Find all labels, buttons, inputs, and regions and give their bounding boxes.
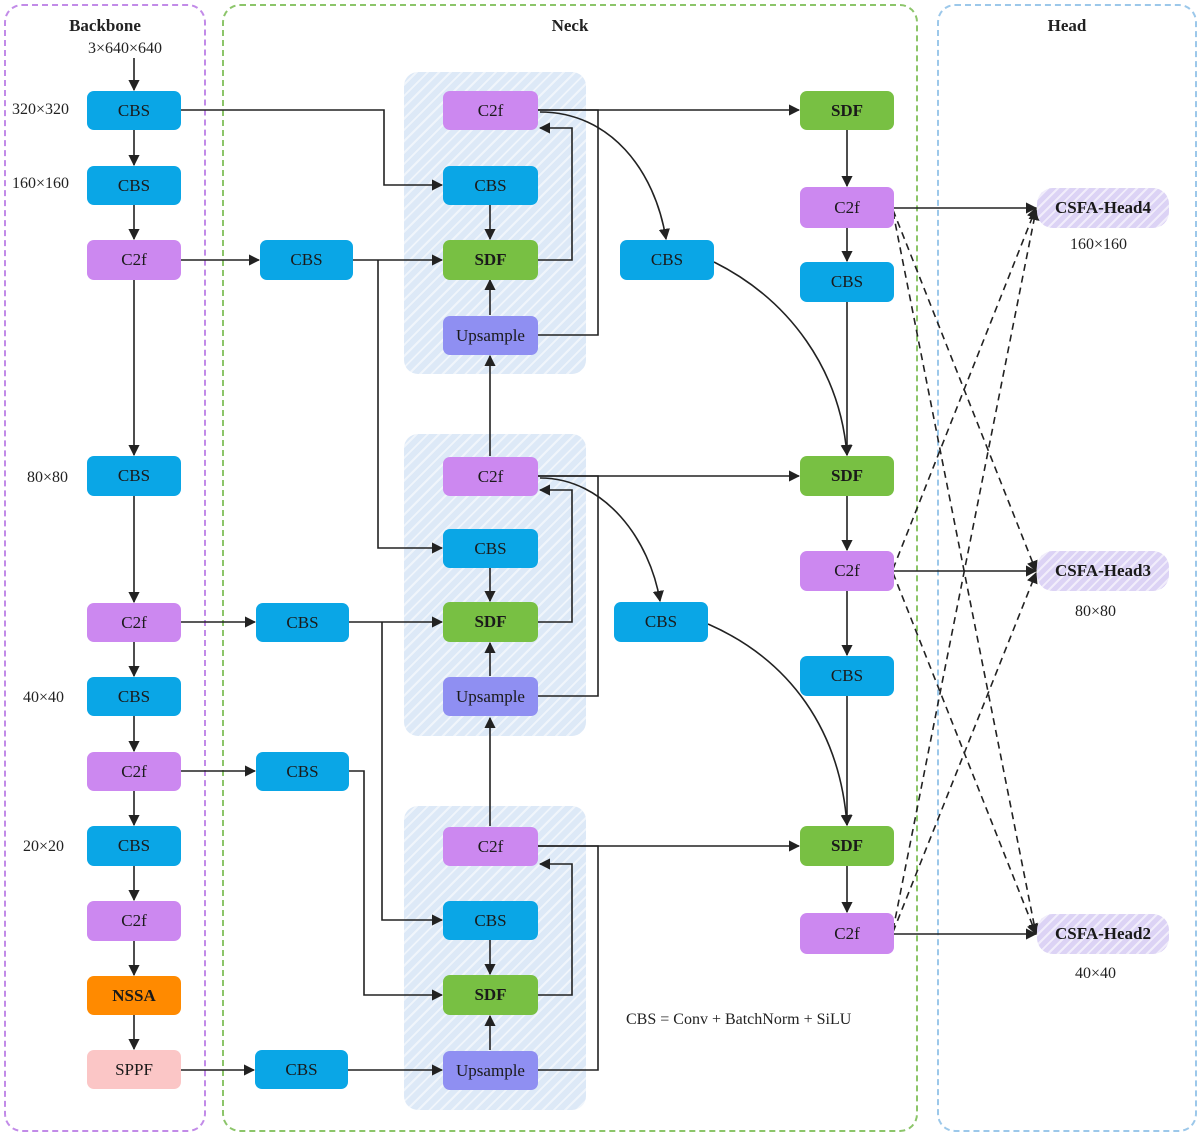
arrow-mid-c2f-loop-to-ups (537, 475, 599, 697)
backbone-region: Backbone (4, 4, 206, 1132)
arrow-cbs-curve-to-sdf-bot (707, 623, 852, 827)
size-label-320: 320×320 (12, 101, 70, 118)
head-title: Head (1047, 16, 1087, 35)
arrow-top-sdf-to-c2f (537, 122, 573, 261)
neck-top-upsample: Upsample (443, 316, 538, 355)
backbone-cbs-160: CBS (87, 166, 181, 205)
backbone-c2f-20: C2f (87, 901, 181, 941)
arrow-top-c2f-loop-to-ups (537, 109, 599, 336)
arrow-cbs-to-mid-cbs (377, 260, 444, 554)
neck-cbs-40: CBS (256, 752, 349, 791)
arrow-cbs-curve-to-sdf-mid (713, 261, 852, 457)
neck-cbs-80: CBS (256, 603, 349, 642)
neck-mid-c2f: C2f (443, 457, 538, 496)
size-label-40: 40×40 (23, 689, 65, 706)
neck-top-sdf: SDF (443, 240, 538, 280)
backbone-title: Backbone (69, 16, 141, 35)
backbone-c2f-80: C2f (87, 603, 181, 642)
dashed-arrow-c2f40-to-head3 (892, 571, 1038, 933)
right-c2f-80: C2f (800, 551, 894, 591)
neck-mid-sdf: SDF (443, 602, 538, 642)
head4-size-label: 160×160 (1070, 236, 1128, 253)
right-sdf-160: SDF (800, 91, 894, 130)
backbone-cbs-20: CBS (87, 826, 181, 866)
size-label-20: 20×20 (23, 838, 65, 855)
neck-cbs-20: CBS (255, 1050, 348, 1089)
neck-bot-c2f: C2f (443, 827, 538, 866)
neck-region: Neck (222, 4, 918, 1132)
head2-size-label: 40×40 (1075, 965, 1117, 982)
arrow-mid-c2f-curve-to-cbs (539, 477, 664, 603)
backbone-nssa: NSSA (87, 976, 181, 1015)
neck-cbs-160: CBS (260, 240, 353, 280)
size-label-160: 160×160 (12, 175, 70, 192)
neck-cbs-curve-top: CBS (620, 240, 714, 280)
cbs-legend: CBS = Conv + BatchNorm + SiLU (626, 1011, 852, 1028)
arrow-bot-sdf-to-c2f (537, 858, 573, 996)
neck-top-c2f: C2f (443, 91, 538, 130)
csfa-head4: CSFA-Head4 (1037, 188, 1169, 228)
dashed-arrow-c2f160-to-head2 (892, 211, 1040, 936)
arrow-mid-sdf-to-c2f (537, 484, 573, 623)
arrow-cbs-to-bot-sdf (348, 770, 444, 1001)
input-size-label: 3×640×640 (88, 40, 163, 57)
neck-top-cbs: CBS (443, 166, 538, 205)
right-cbs-80: CBS (800, 656, 894, 696)
neck-mid-upsample: Upsample (443, 677, 538, 716)
neck-bot-upsample: Upsample (443, 1051, 538, 1090)
backbone-sppf: SPPF (87, 1050, 181, 1089)
arrow-cbs-to-bot-cbs (381, 622, 444, 926)
backbone-c2f-160: C2f (87, 240, 181, 280)
neck-cbs-curve-mid: CBS (614, 602, 708, 642)
head-region: Head (937, 4, 1197, 1132)
right-c2f-160: C2f (800, 187, 894, 228)
csfa-head2: CSFA-Head2 (1037, 914, 1169, 954)
right-sdf-40: SDF (800, 826, 894, 866)
right-c2f-40: C2f (800, 913, 894, 954)
head3-size-label: 80×80 (1075, 603, 1117, 620)
right-cbs-160: CBS (800, 262, 894, 302)
neck-mid-cbs: CBS (443, 529, 538, 568)
neck-title: Neck (551, 16, 589, 35)
neck-bot-cbs: CBS (443, 901, 538, 940)
dashed-arrow-c2f80-to-head4 (892, 206, 1038, 570)
backbone-cbs-320: CBS (87, 91, 181, 130)
arrow-cbs320-to-top-cbs (180, 109, 444, 191)
size-label-80: 80×80 (27, 469, 69, 486)
right-sdf-80: SDF (800, 456, 894, 496)
backbone-cbs-40: CBS (87, 677, 181, 716)
backbone-c2f-40: C2f (87, 752, 181, 791)
arrow-top-c2f-curve-to-cbs (539, 111, 670, 241)
dashed-arrow-c2f40-to-head4 (892, 208, 1040, 931)
csfa-head3: CSFA-Head3 (1037, 551, 1169, 591)
backbone-cbs-80: CBS (87, 456, 181, 496)
neck-bot-sdf: SDF (443, 975, 538, 1015)
arrow-bot-c2f-loop-to-ups (537, 845, 599, 1071)
